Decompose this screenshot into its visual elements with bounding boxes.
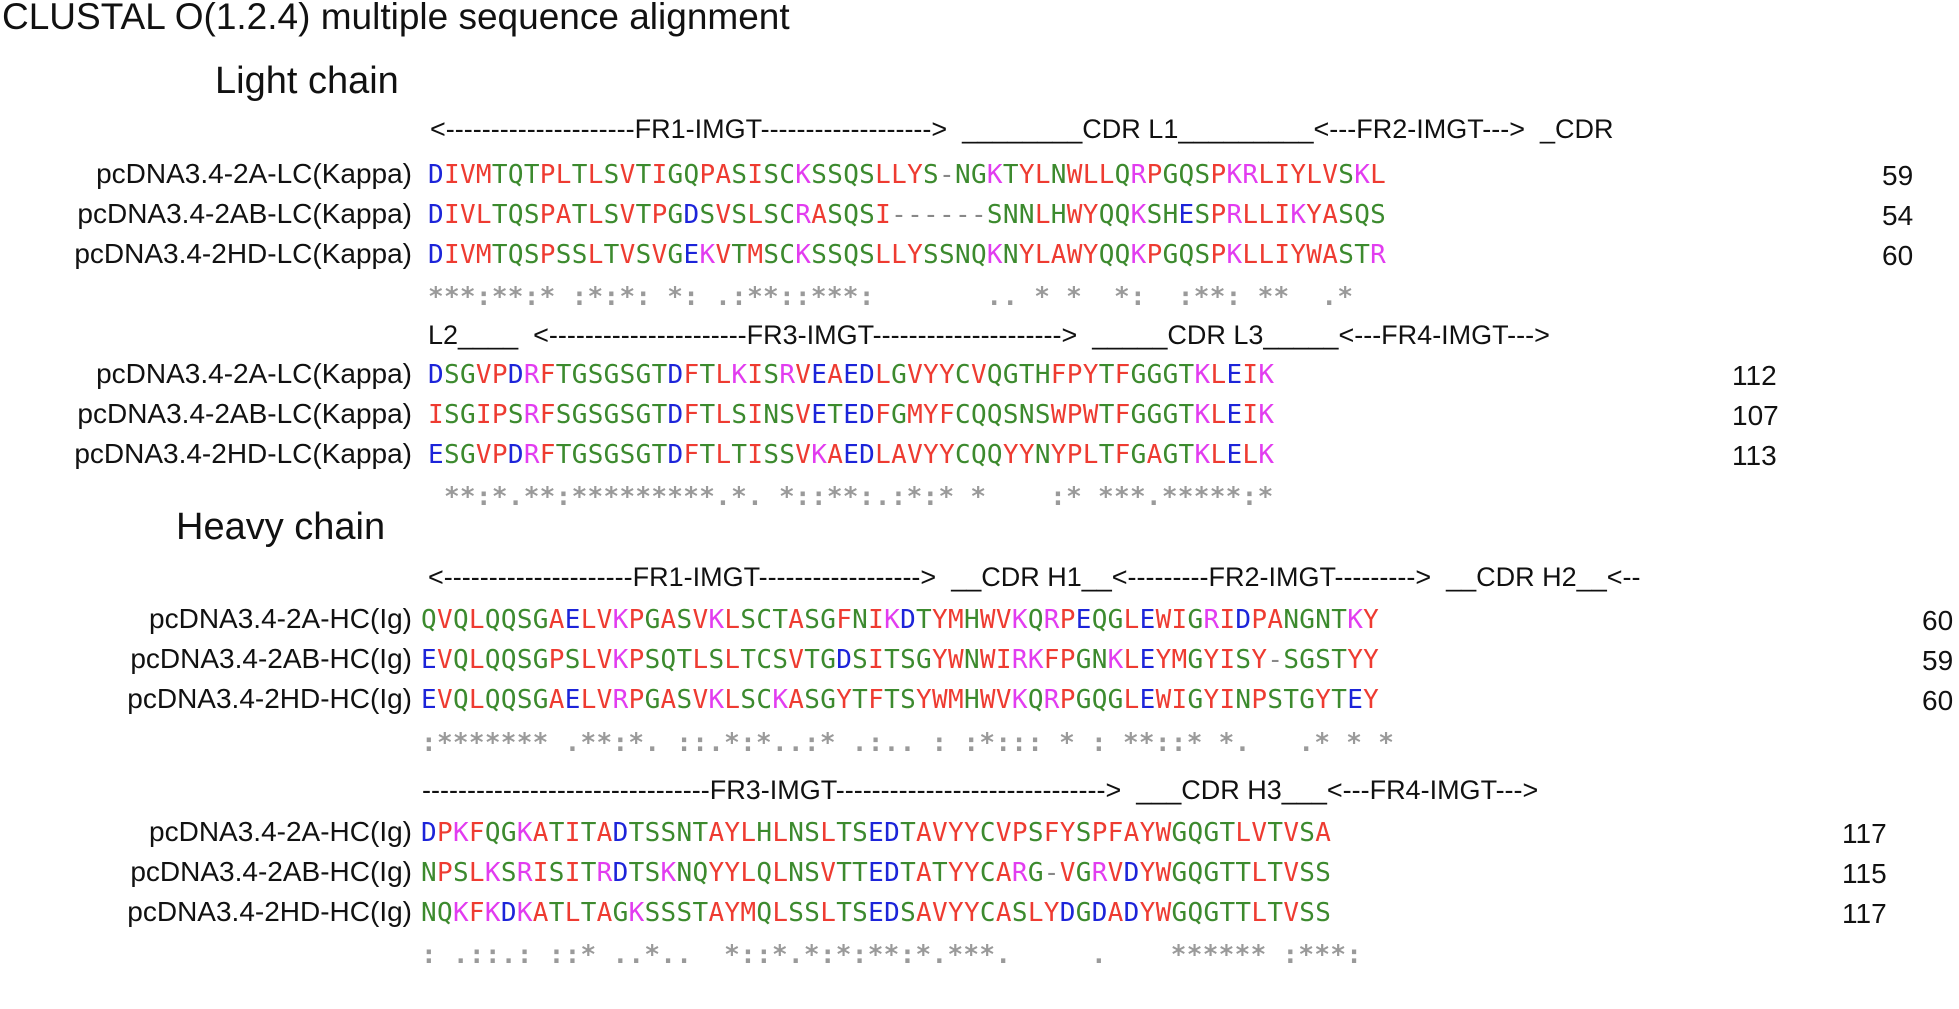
region-annotation-hc-2: --------------------------------FR3-IMGT… xyxy=(422,775,1539,805)
sequence-row: DIVMTQSPSSLTVSVGEKVTMSCKSSQSLLYSSNQKNYLA… xyxy=(428,240,1387,270)
sequence-label: pcDNA3.4-2A-HC(Ig) xyxy=(149,816,412,847)
consensus-line: :******* .**:*. ::.*:*..:* .:.. : :*::: … xyxy=(421,728,1395,758)
consensus-line: ***:**:* :*:*: *: .:**::***: .. * * *: :… xyxy=(428,282,1354,312)
sequence-label: pcDNA3.4-2AB-HC(Ig) xyxy=(130,643,412,674)
sequence-label: pcDNA3.4-2HD-LC(Kappa) xyxy=(74,238,412,269)
light-chain-heading: Light chain xyxy=(215,60,399,102)
sequence-row: DPKFQGKATITADTSSNTAYLHLNSLTSEDTAVYYCVPSF… xyxy=(421,818,1332,848)
sequence-row: EVQLQQSGAELVRPGASVKLSCKASGYTFTSYWMHWVKQR… xyxy=(421,685,1380,715)
sequence-row: DIVMTQTPLTLSVTIGQPASISCKSSQSLLYS-NGKTYLN… xyxy=(428,160,1387,190)
sequence-label: pcDNA3.4-2HD-HC(Ig) xyxy=(127,896,412,927)
residue-count: 60 xyxy=(1922,685,1954,716)
sequence-row: DSGVPDRFTGSGSGTDFTLKISRVEAEDLGVYYCVQGTHF… xyxy=(428,360,1275,390)
residue-count: 117 xyxy=(1842,818,1887,849)
sequence-label: pcDNA3.4-2A-HC(Ig) xyxy=(149,603,412,634)
sequence-label: pcDNA3.4-2AB-LC(Kappa) xyxy=(77,198,412,229)
sequence-label: pcDNA3.4-2AB-HC(Ig) xyxy=(130,856,412,887)
residue-count: 59 xyxy=(1922,645,1954,676)
residue-count: 113 xyxy=(1732,440,1777,471)
residue-count: 54 xyxy=(1882,200,1914,231)
residue-count: 60 xyxy=(1882,240,1914,271)
alignment-title: CLUSTAL O(1.2.4) multiple sequence align… xyxy=(2,0,790,37)
residue-count: 59 xyxy=(1882,160,1914,191)
consensus-line: **:*.**:*********.*. *::**:.:*:* * :* **… xyxy=(428,482,1274,512)
region-annotation-lc-2: L2____ <----------------------FR3-IMGT--… xyxy=(428,320,1550,350)
heavy-chain-heading: Heavy chain xyxy=(176,506,386,548)
sequence-row: ISGIPSRFSGSGSGTDFTLSINSVETEDFGMYFCQQSNSW… xyxy=(428,400,1275,430)
sequence-row: DIVLTQSPATLSVTPGDSVSLSCRASQSI------SNNLH… xyxy=(428,200,1387,230)
region-annotation-lc-1: <---------------------FR1-IMGT----------… xyxy=(430,114,1614,144)
sequence-row: QVQLQQSGAELVKPGASVKLSCTASGFNIKDTYMHWVKQR… xyxy=(421,605,1380,635)
region-annotation-hc-1: <---------------------FR1-IMGT----------… xyxy=(428,562,1641,592)
residue-count: 107 xyxy=(1732,400,1779,431)
sequence-row: ESGVPDRFTGSGSGTDFTLTISSVKAEDLAVYYCQQYYNY… xyxy=(428,440,1275,470)
sequence-label: pcDNA3.4-2A-LC(Kappa) xyxy=(96,358,412,389)
consensus-line: : .::.: ::* ..*.. *::*.*:*:**:*.***. . *… xyxy=(421,940,1363,970)
sequence-row: NPSLKSRISITRDTSKNQYYLQLNSVTTEDTATYYCARG-… xyxy=(421,858,1332,888)
residue-count: 60 xyxy=(1922,605,1954,636)
sequence-label: pcDNA3.4-2A-LC(Kappa) xyxy=(96,158,412,189)
sequence-label: pcDNA3.4-2HD-LC(Kappa) xyxy=(74,438,412,469)
sequence-label: pcDNA3.4-2HD-HC(Ig) xyxy=(127,683,412,714)
sequence-row: EVQLQQSGPSLVKPSQTLSLTCSVTGDSITSGYWNWIRKF… xyxy=(421,645,1380,675)
sequence-label: pcDNA3.4-2AB-LC(Kappa) xyxy=(77,398,412,429)
residue-count: 115 xyxy=(1842,858,1887,889)
sequence-row: NQKFKDKATLTAGKSSSTAYMQLSSLTSEDSAVYYCASLY… xyxy=(421,898,1332,928)
residue-count: 117 xyxy=(1842,898,1887,929)
residue-count: 112 xyxy=(1732,360,1777,391)
